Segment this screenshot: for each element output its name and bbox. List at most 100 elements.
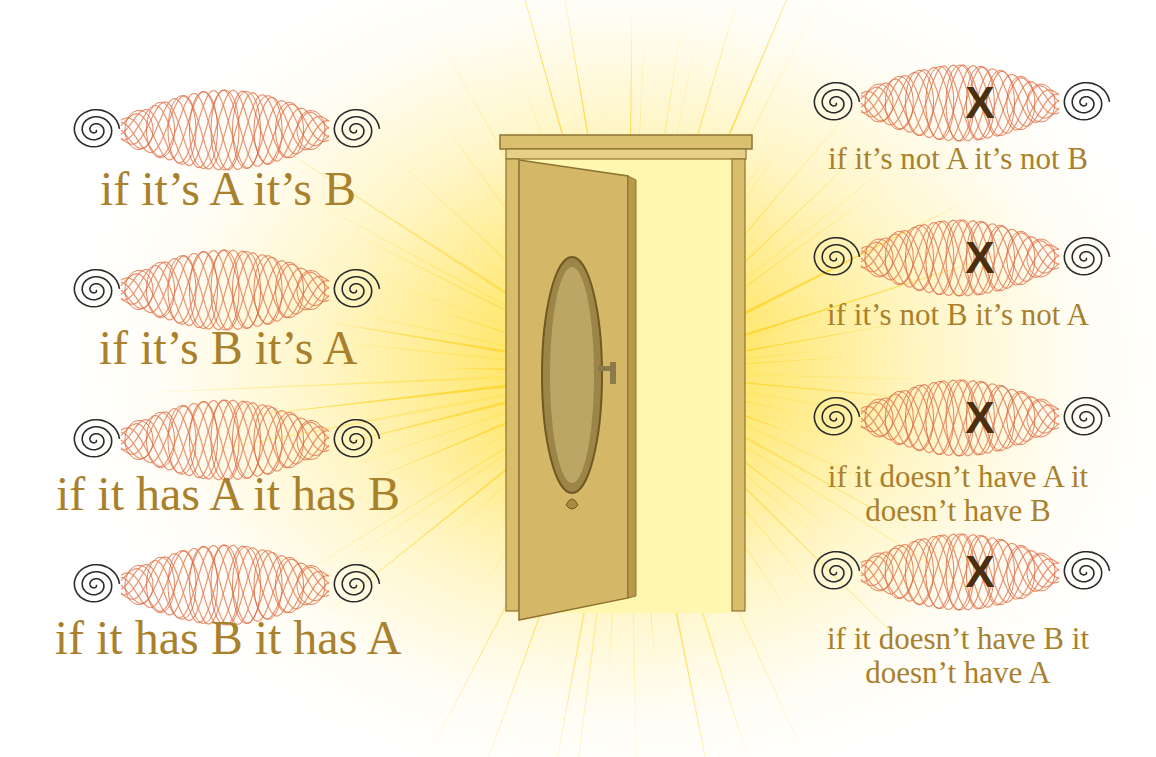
wave-loop [168, 96, 196, 165]
wave-loop [1027, 399, 1055, 437]
statement-text: if it’s not A it’s not B [788, 142, 1128, 176]
wave-loop [190, 252, 218, 329]
cross-mark: X [965, 396, 994, 440]
spiral [814, 552, 859, 589]
statement-text: if it has A it has B [56, 468, 400, 521]
wave-loop [966, 221, 994, 294]
wave-line [861, 221, 1059, 295]
wave-line [861, 382, 1059, 456]
wave-loop [966, 66, 994, 139]
wave-line [861, 384, 1059, 456]
wave-line [121, 250, 329, 326]
wave-line [121, 252, 329, 330]
spiral [74, 420, 119, 457]
wave-line [121, 90, 329, 166]
spiral [1064, 398, 1109, 435]
door [500, 135, 752, 620]
door-ornament [566, 499, 578, 509]
wave-symbol [814, 534, 1109, 610]
door-panel [519, 160, 628, 620]
wave-loop [297, 271, 325, 310]
wave-loop [885, 231, 913, 284]
spiral [334, 110, 379, 147]
spiral [1064, 238, 1109, 275]
wave-loop [168, 256, 196, 325]
wave-line [861, 69, 1059, 141]
wave-loop [125, 111, 153, 150]
wave-loop [1007, 391, 1035, 444]
wave-loop [865, 399, 893, 437]
wave-line [861, 223, 1059, 296]
statement-text: if it’s A it’s B [100, 163, 356, 216]
spiral [74, 110, 119, 147]
wave-line [121, 401, 329, 479]
spiral [1064, 552, 1109, 589]
wave-line [121, 90, 329, 167]
window-glass [550, 267, 594, 483]
wave-loop [1007, 231, 1035, 284]
wave-loop [125, 271, 153, 310]
cornice-lower [506, 149, 746, 159]
wave-line [861, 67, 1059, 141]
door-handle [610, 362, 616, 384]
frame-left [506, 159, 519, 611]
wave-loop [1027, 239, 1055, 277]
wave-loop [297, 421, 325, 460]
door-lever [598, 366, 612, 371]
wave-line [121, 94, 329, 170]
spiral [1064, 83, 1109, 120]
wave-loop [211, 250, 239, 330]
wave-loop [885, 76, 913, 129]
wave-loop [168, 551, 196, 620]
wave-line [861, 68, 1059, 141]
wave-loop [1007, 545, 1035, 598]
wave-symbol [814, 220, 1109, 296]
spiral [74, 270, 119, 307]
wave-loop [254, 96, 282, 165]
wave-loop [233, 402, 261, 479]
wave-loop [1007, 76, 1035, 129]
wave-loop [865, 553, 893, 591]
wave-loop [190, 92, 218, 169]
wave-loop [276, 557, 304, 612]
wave-line [861, 535, 1059, 609]
wave-loop [1027, 553, 1055, 591]
wave-line [121, 254, 329, 330]
wave-line [861, 383, 1059, 456]
statement-text: if it’s B it’s A [99, 322, 358, 375]
wave-loop [233, 252, 261, 329]
wave-line [861, 538, 1059, 610]
wave-loop [865, 239, 893, 277]
wave-loop [125, 566, 153, 605]
wave-line [121, 545, 329, 622]
wave-loop [966, 381, 994, 454]
wave-loop [865, 84, 893, 122]
wave-loop [254, 551, 282, 620]
wave-line [121, 251, 329, 329]
wave-line [121, 91, 329, 169]
spiral [814, 83, 859, 120]
wave-loop [276, 102, 304, 157]
wave-line [861, 222, 1059, 296]
door-edge [628, 176, 636, 598]
wave-line [861, 224, 1059, 296]
statement-text: if it’s not B it’s not A [788, 298, 1128, 332]
wave-loop [966, 535, 994, 608]
wave-line [861, 535, 1059, 609]
frame-right [732, 159, 745, 611]
wave-loop [1027, 84, 1055, 122]
wave-symbol [814, 380, 1109, 456]
spiral [74, 565, 119, 602]
wave-loop [168, 406, 196, 475]
wave-loop [254, 256, 282, 325]
wave-line [121, 93, 329, 170]
wave-loop [885, 545, 913, 598]
wave-line [121, 91, 329, 169]
wave-symbol [74, 90, 379, 170]
wave-line [861, 66, 1059, 140]
wave-loop [190, 402, 218, 479]
wave-loop [297, 111, 325, 150]
wave-line [121, 545, 329, 621]
wave-line [861, 66, 1059, 140]
door-window [542, 257, 602, 493]
